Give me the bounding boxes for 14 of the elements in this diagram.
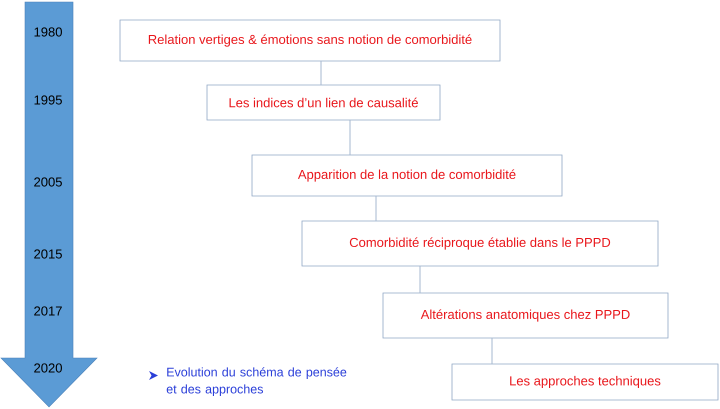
event-box: Relation vertiges & émotions sans notion de comorbidité [120,20,500,62]
year-label: 1995 [34,95,62,105]
event-box: Les indices d’un lien de causalité [206,84,440,120]
event-box: Altérations anatomiques chez PPPD [382,292,668,338]
year-label: 2020 [34,363,62,373]
event-box: Les approches techniques [452,364,718,400]
connector-line [320,61,322,85]
event-box: Apparition de la notion de comorbidité [252,154,562,196]
year-label: 2015 [34,249,62,259]
event-box: Comorbidité réciproque établie dans le PPPD [302,220,658,266]
year-label: 1980 [34,27,62,37]
note-text: Evolution du schéma de pensée et des approches [166,367,346,396]
year-label: 2005 [34,177,62,187]
year-label: 2017 [34,306,62,316]
